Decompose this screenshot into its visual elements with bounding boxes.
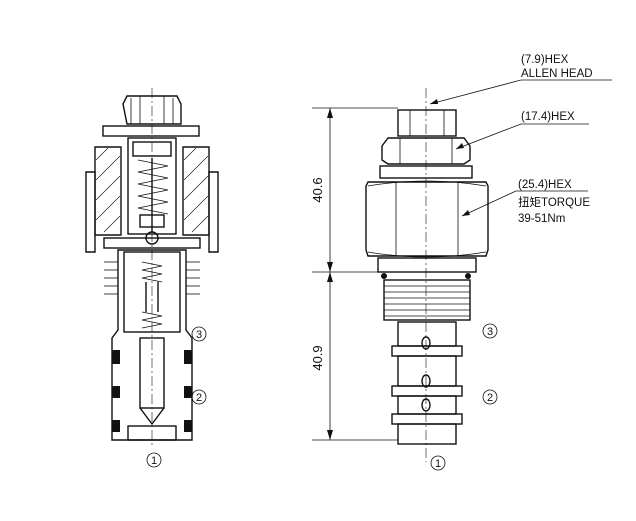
leader-lines <box>429 79 612 217</box>
svg-text:3: 3 <box>487 326 493 338</box>
label-hex-17: (17.4)HEX <box>521 111 575 123</box>
dimension-upper: 40.6 <box>310 177 325 202</box>
label-allen-head: ALLEN HEAD <box>521 68 593 80</box>
external-view <box>365 88 489 462</box>
section-view <box>85 88 219 448</box>
label-hex-25: (25.4)HEX <box>518 179 572 191</box>
svg-text:2: 2 <box>196 392 202 404</box>
svg-text:1: 1 <box>151 455 157 467</box>
port-2-left: 2 <box>191 389 207 405</box>
port-2-right: 2 <box>482 389 498 405</box>
label-torque-value: 39-51Nm <box>518 213 565 225</box>
dimension-lower: 40.9 <box>310 345 325 370</box>
port-1-left: 1 <box>146 452 162 468</box>
label-allen-hex-size: (7.9)HEX <box>521 54 569 66</box>
label-torque: 扭矩TORQUE <box>518 195 590 209</box>
svg-text:1: 1 <box>435 458 441 470</box>
dimension-lines <box>312 107 398 441</box>
port-3-right: 3 <box>482 323 498 339</box>
port-1-right: 1 <box>430 455 446 471</box>
svg-text:2: 2 <box>487 392 493 404</box>
svg-text:3: 3 <box>196 329 202 341</box>
port-3-left: 3 <box>191 326 207 342</box>
